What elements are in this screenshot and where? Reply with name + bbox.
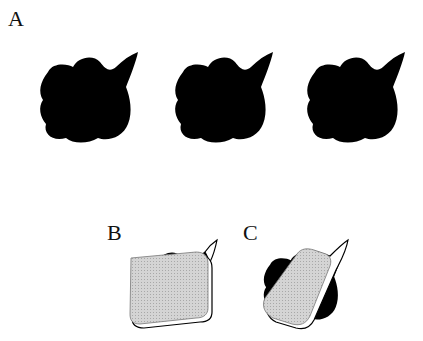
blob-shapes: [40, 52, 405, 143]
panel-letter: B: [107, 222, 122, 244]
occluded-blob-b: [130, 240, 217, 328]
panel-letter: A: [8, 8, 24, 30]
panel-letter: C: [243, 222, 258, 244]
occluded-blob-c: [263, 240, 348, 329]
